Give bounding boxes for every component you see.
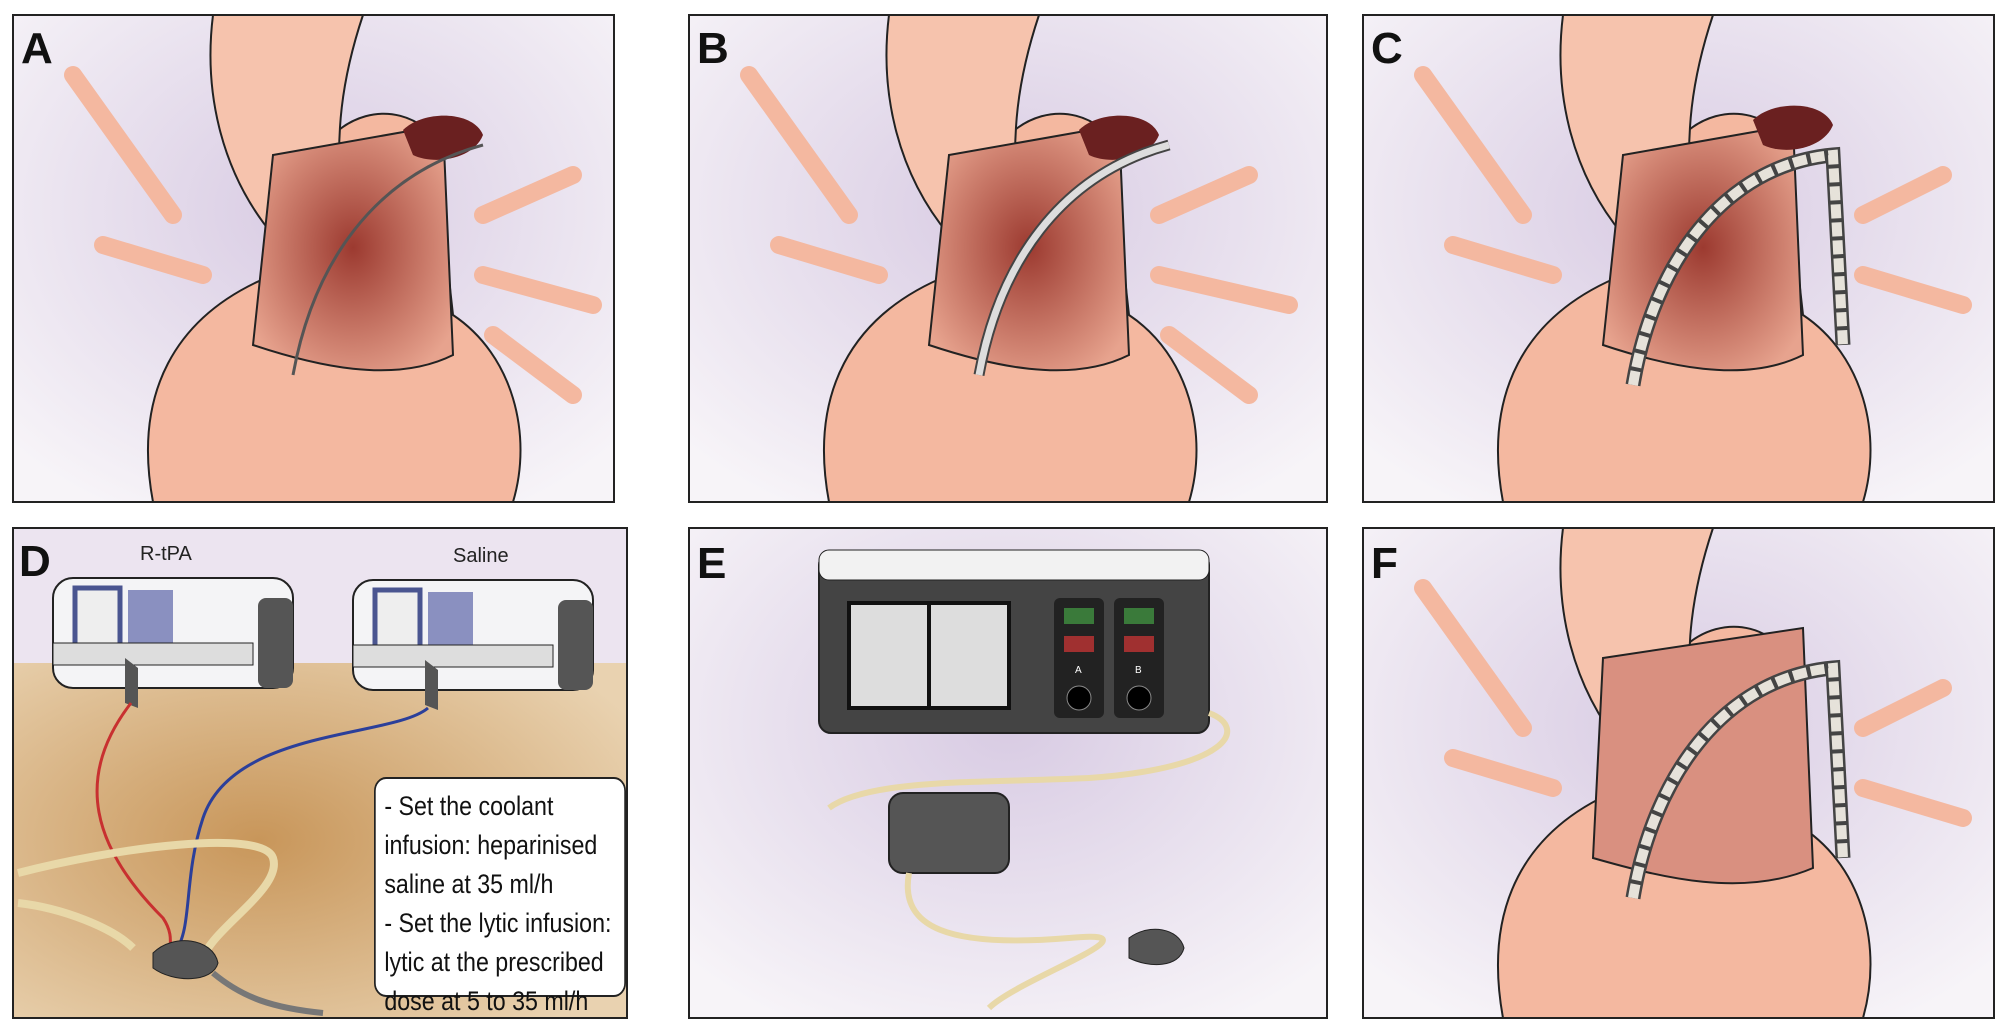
infusion-instructions: - Set the coolant infusion: heparinised …	[374, 777, 626, 1016]
note-line: - Set the lytic infusion:	[384, 908, 612, 938]
heart-illustration	[1414, 14, 1972, 503]
syringe-pump-saline	[352, 579, 594, 710]
panel-label: B	[697, 24, 729, 73]
panel-a: A	[12, 14, 615, 503]
channel-a-label: A	[1075, 665, 1082, 676]
note-line: - Set the coolant	[384, 791, 554, 821]
panel-label: D	[19, 537, 51, 586]
red-line	[95, 702, 172, 951]
pump-label-rtpa: R-tPA	[140, 543, 193, 565]
note-line: dose at 5 to 35 ml/h	[384, 986, 589, 1016]
note-line: infusion: heparinised	[384, 830, 598, 860]
panel-b: B	[688, 14, 1328, 503]
panel-label: C	[1371, 24, 1403, 73]
panel-label: F	[1371, 539, 1398, 588]
note-line: saline at 35 ml/h	[384, 869, 554, 899]
heart-illustration	[1414, 527, 1972, 1019]
catheter-line	[16, 838, 278, 960]
syringe-pump-rtpa	[52, 577, 294, 708]
heart-illustration	[740, 14, 1298, 503]
pump-label-saline: Saline	[453, 545, 509, 567]
panel-e: A B E	[688, 527, 1328, 1019]
panel-c: C	[1362, 14, 1995, 503]
panel-label: E	[697, 539, 726, 588]
manifold	[1128, 928, 1185, 966]
heart-illustration	[64, 14, 602, 503]
panel-f: F	[1362, 527, 1995, 1019]
connection-box	[888, 792, 1010, 874]
manifold	[152, 940, 219, 980]
channel-b-label: B	[1135, 665, 1142, 676]
note-line: lytic at the prescribed	[384, 947, 604, 977]
blue-line	[173, 706, 429, 953]
panel-label: A	[21, 24, 53, 73]
control-unit: A B	[818, 549, 1210, 734]
